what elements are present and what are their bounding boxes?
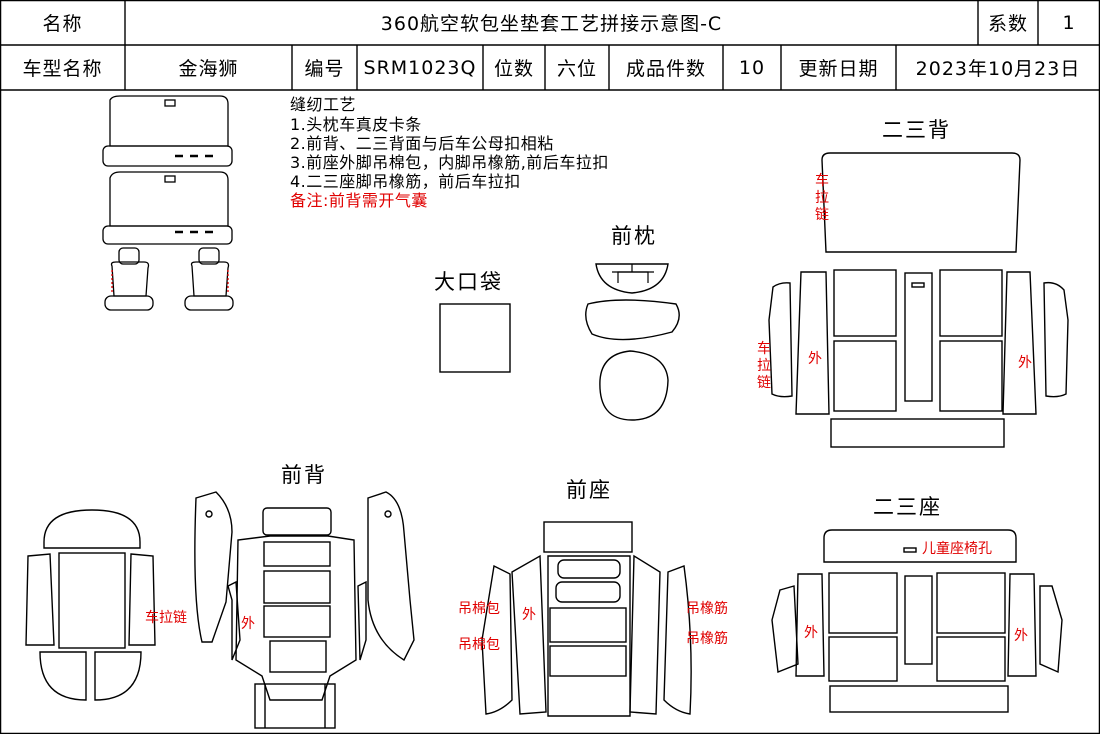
cotton-pack-tag: 吊棉包 — [458, 601, 500, 617]
child-seat-hole-tag: 儿童座椅孔 — [922, 541, 992, 557]
note-item: 2.前背、二三背面与后车公母扣相粘 — [290, 134, 554, 153]
name-label: 名称 — [42, 13, 83, 35]
section-label-rear-back: 二三背 — [882, 118, 951, 142]
outer-tag: 外 — [1014, 628, 1028, 644]
note-item: 3.前座外脚吊棉包，内脚吊橡筋,前后车拉扣 — [290, 153, 609, 172]
note-item: 4.二三座脚吊橡筋，前后车拉扣 — [290, 172, 521, 191]
outer-tag: 外 — [804, 625, 818, 641]
model-label: 车型名称 — [22, 58, 103, 80]
pieces-value: 10 — [738, 56, 766, 79]
code-value: SRM1023Q — [363, 56, 477, 79]
elastic-tag: 吊橡筋 — [686, 601, 728, 617]
outer-tag: 外 — [522, 607, 536, 623]
model-value: 金海狮 — [178, 58, 239, 80]
outer-tag: 外 — [808, 351, 822, 367]
seats-value: 六位 — [556, 58, 597, 80]
outer-tag: 外 — [241, 616, 255, 632]
zipper-tag: 车拉链 — [757, 341, 771, 391]
rear-back-pieces — [768, 152, 1069, 448]
seat-layout-thumbnail — [102, 95, 234, 311]
code-label: 编号 — [304, 58, 345, 80]
note-item: 1.头枕车真皮卡条 — [290, 115, 422, 134]
section-label-front-back: 前背 — [281, 463, 327, 487]
seats-label: 位数 — [493, 58, 534, 80]
elastic-tag: 吊橡筋 — [686, 631, 728, 647]
front-back-pieces — [25, 491, 415, 729]
section-label-front-pillow: 前枕 — [611, 224, 657, 248]
notes-heading: 缝纫工艺 — [290, 95, 357, 114]
front-pillow-pieces — [585, 263, 680, 421]
big-pocket-piece — [439, 303, 511, 373]
section-label-rear-seat: 二三座 — [873, 495, 942, 519]
rear-seat-pieces — [771, 529, 1063, 713]
update-value: 2023年10月23日 — [915, 58, 1081, 80]
pieces-label: 成品件数 — [625, 58, 706, 80]
section-label-big-pocket: 大口袋 — [434, 270, 503, 294]
notes-remark: 备注:前背需开气囊 — [290, 191, 428, 210]
front-seat-pieces — [481, 521, 692, 717]
section-label-front-seat: 前座 — [566, 478, 612, 502]
zipper-tag: 车拉链 — [815, 173, 829, 223]
zipper-tag: 车拉链 — [145, 610, 187, 626]
cotton-pack-tag: 吊棉包 — [458, 637, 500, 653]
coef-label: 系数 — [987, 13, 1028, 35]
coef-value: 1 — [1062, 11, 1076, 34]
update-label: 更新日期 — [798, 58, 879, 80]
outer-tag: 外 — [1018, 355, 1032, 371]
diagram-title: 360航空软包坐垫套工艺拼接示意图-C — [380, 13, 723, 35]
